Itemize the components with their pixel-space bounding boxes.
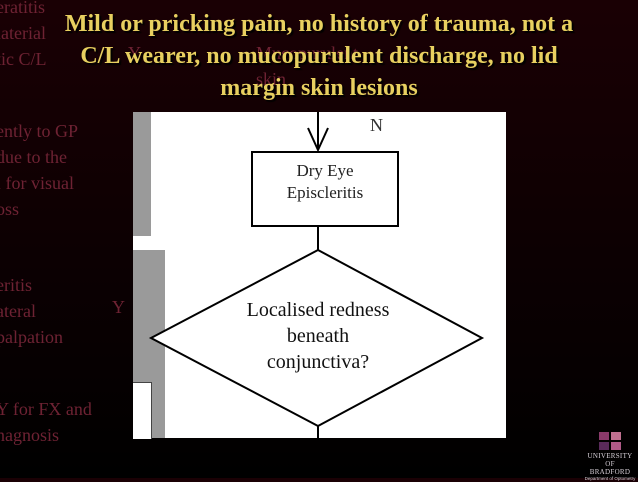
- bg-text-left-refer: ently to GP due to the l for visual oss: [0, 121, 79, 219]
- crest-square-3: [599, 442, 609, 450]
- bg-text-y-label: Y: [128, 43, 141, 63]
- slide-title: Mild or pricking pain, no history of tra…: [0, 8, 638, 104]
- crest-square-2: [611, 432, 621, 440]
- decision-line-3: conjunctiva?: [266, 351, 370, 373]
- title-line-2: C/L wearer, no mucopurulent discharge, n…: [80, 43, 558, 69]
- crest-square-1: [599, 432, 609, 440]
- dry-eye-box-text: Dry Eye Episcleritis: [252, 160, 398, 204]
- university-crest-icon: [598, 432, 622, 450]
- bg-text-left-middle: eritis ateral palpation: [0, 275, 63, 347]
- flow-label-n: N: [370, 115, 383, 135]
- gray-side-bar-top: [133, 112, 151, 236]
- box-line-1: Dry Eye: [296, 161, 354, 180]
- title-line-1: Mild or pricking pain, no history of tra…: [64, 11, 574, 37]
- dry-eye-box: [251, 151, 399, 227]
- bg-text-left-top: eratitis laterial tic C/L: [0, 0, 47, 69]
- decision-line-1: Localised redness: [246, 299, 390, 321]
- box-line-2: Episcleritis: [286, 183, 364, 202]
- bg-text-y-label-2: Y: [112, 297, 125, 317]
- logo-name-line-2: BRADFORD: [589, 468, 631, 476]
- decision-line-2: beneath: [286, 325, 350, 347]
- gray-bar-inset: [133, 382, 152, 439]
- bg-text-middle-top: Mucopurulent skin: [256, 43, 358, 89]
- university-logo: UNIVERSITY OF BRADFORD Department of Opt…: [584, 432, 636, 482]
- logo-name-line-1: UNIVERSITY OF: [587, 452, 633, 468]
- bg-text-left-bottom: Y for FX and nagnosis: [0, 399, 92, 445]
- title-line-3: margin skin lesions: [220, 75, 418, 101]
- crest-square-4: [611, 442, 621, 450]
- arrowhead-into-box: [307, 127, 329, 153]
- logo-department: Department of Optometry: [584, 476, 636, 481]
- decision-text: Localised redness beneath conjunctiva?: [205, 297, 431, 375]
